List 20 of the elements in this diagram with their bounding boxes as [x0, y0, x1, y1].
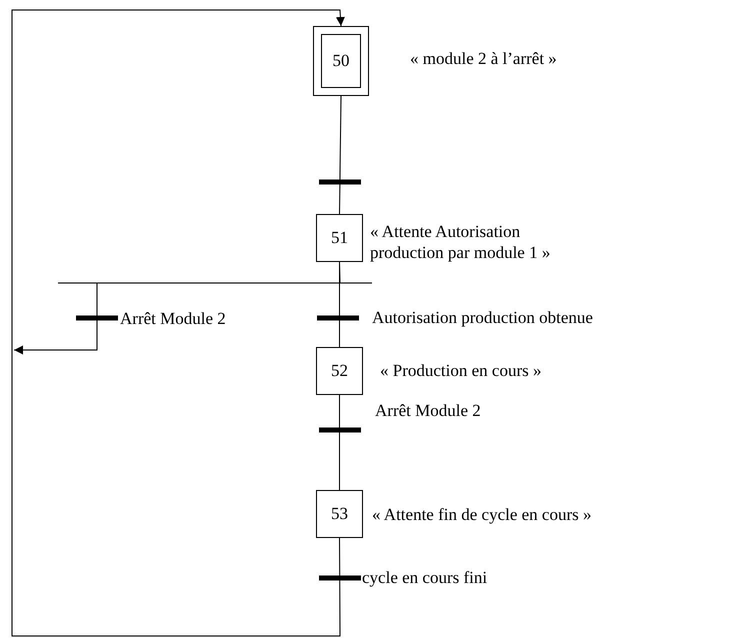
step-box: [316, 347, 363, 395]
transition-label: cycle en cours fini: [362, 568, 488, 588]
step-box: [316, 490, 363, 538]
connector-line: [339, 96, 342, 214]
connector-line: [12, 10, 345, 636]
step-action-text: « module 2 à l’arrêt »: [410, 48, 558, 69]
step-number: 53: [331, 504, 348, 524]
step-number: 50: [332, 51, 350, 71]
transition-label: Autorisation production obtenue: [372, 308, 593, 328]
step-number: 52: [331, 361, 348, 381]
connector-line: [14, 262, 341, 354]
transition-label: Arrêt Module 2: [375, 401, 481, 421]
transition-label: Arrêt Module 2: [120, 309, 226, 329]
connector-line: [339, 394, 340, 490]
step-action-text: « Attente fin de cycle en cours »: [372, 504, 593, 525]
step-action-text: « Attente Autorisation production par module 1 »: [370, 221, 552, 263]
step-number: 51: [331, 228, 348, 248]
initial-step-box: [313, 26, 369, 96]
step-action-text: « Production en cours »: [380, 360, 542, 381]
step-box: [316, 214, 363, 262]
